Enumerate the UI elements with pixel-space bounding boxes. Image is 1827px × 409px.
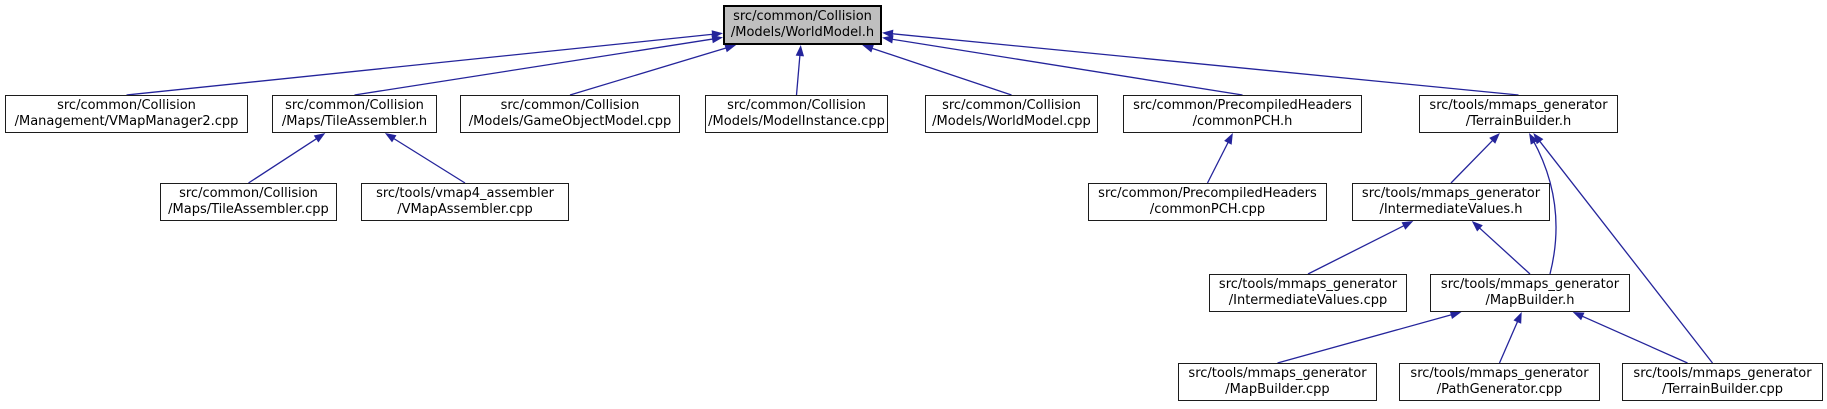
graph-node-label-line: /Models/ModelInstance.cpp xyxy=(708,114,885,129)
graph-node-label-line: src/tools/mmaps_generator xyxy=(1188,365,1367,381)
graph-node-label-line: /Management/VMapManager2.cpp xyxy=(14,114,239,129)
graph-edge xyxy=(868,46,1012,96)
graph-node-label-line: src/tools/mmaps_generator xyxy=(1410,365,1589,381)
graph-node-commonpch-h[interactable]: src/common/PrecompiledHeaders/commonPCH.… xyxy=(1123,95,1362,133)
graph-edge-arrowhead xyxy=(1449,310,1462,319)
graph-edge-arrowhead xyxy=(1471,221,1483,232)
graph-edge-arrowhead xyxy=(882,29,894,39)
graph-node-label-line: /Models/WorldModel.cpp xyxy=(932,114,1091,129)
graph-node-terrainbuilder-h[interactable]: src/tools/mmaps_generator/TerrainBuilder… xyxy=(1419,95,1618,133)
graph-node-label-line: src/common/Collision xyxy=(500,97,640,113)
graph-node-gameobjectmodel-cpp[interactable]: src/common/Collision/Models/GameObjectMo… xyxy=(460,95,680,133)
graph-edge-arrowhead xyxy=(1489,133,1500,144)
graph-edge-arrowhead xyxy=(1224,133,1233,145)
graph-node-label-line: /PathGenerator.cpp xyxy=(1436,382,1563,397)
graph-edge-arrowhead xyxy=(1401,221,1414,230)
graph-edge xyxy=(1277,313,1456,364)
graph-edge xyxy=(1536,137,1714,364)
graph-node-worldmodel-h[interactable]: src/common/Collision/Models/WorldModel.h xyxy=(723,5,882,45)
graph-edge xyxy=(1450,137,1496,184)
graph-node-label-line: src/tools/mmaps_generator xyxy=(1361,185,1541,201)
graph-edge-arrowhead xyxy=(313,133,326,143)
graph-node-intermediatevalues-h[interactable]: src/tools/mmaps_generator/IntermediateVa… xyxy=(1352,183,1550,221)
graph-node-label-line: /IntermediateValues.cpp xyxy=(1228,293,1388,308)
graph-node-label-line: /Maps/TileAssembler.h xyxy=(281,114,428,129)
graph-node-label-line: src/tools/mmaps_generator xyxy=(1218,276,1398,292)
graph-node-label-line: /commonPCH.h xyxy=(1192,114,1293,129)
graph-node-worldmodel-cpp[interactable]: src/common/Collision/Models/WorldModel.c… xyxy=(925,95,1098,133)
graph-node-pathgenerator-cpp[interactable]: src/tools/mmaps_generator/PathGenerator.… xyxy=(1399,363,1600,401)
graph-node-label-line: src/tools/vmap4_assembler xyxy=(376,185,554,201)
graph-node-label-line: /MapBuilder.cpp xyxy=(1225,382,1330,397)
graph-node-label-line: src/common/PrecompiledHeaders xyxy=(1133,97,1352,113)
graph-node-label-line: src/common/PrecompiledHeaders xyxy=(1098,185,1317,201)
graph-node-mapbuilder-h[interactable]: src/tools/mmaps_generator/MapBuilder.h xyxy=(1430,274,1630,312)
graph-node-label-line: src/tools/mmaps_generator xyxy=(1429,97,1608,113)
graph-edge xyxy=(1578,314,1688,364)
graph-node-label-line: src/common/Collision xyxy=(942,97,1081,113)
graph-edge xyxy=(354,37,717,96)
graph-edge xyxy=(888,32,1519,96)
graph-node-tileassembler-cpp[interactable]: src/common/Collision/Maps/TileAssembler.… xyxy=(160,183,337,221)
graph-node-modelinstance-cpp[interactable]: src/common/Collision/Models/ModelInstanc… xyxy=(705,95,888,133)
graph-node-vmapassembler-cpp[interactable]: src/tools/vmap4_assembler/VMapAssembler.… xyxy=(361,183,569,221)
graph-node-tileassembler-h[interactable]: src/common/Collision/Maps/TileAssembler.… xyxy=(272,95,437,133)
graph-node-label-line: src/tools/mmaps_generator xyxy=(1633,365,1812,381)
graph-node-label-line: /TerrainBuilder.cpp xyxy=(1662,382,1783,397)
graph-node-label-line: /TerrainBuilder.h xyxy=(1465,114,1572,129)
graph-node-label-line: /VMapAssembler.cpp xyxy=(397,202,533,217)
graph-node-label-line: src/common/Collision xyxy=(285,97,424,113)
graph-edge xyxy=(888,38,1243,96)
graph-edge-arrowhead xyxy=(384,133,397,143)
graph-edge xyxy=(126,33,717,96)
graph-edge xyxy=(248,136,321,184)
graph-node-terrainbuilder-cpp[interactable]: src/tools/mmaps_generator/TerrainBuilder… xyxy=(1622,363,1823,401)
graph-edge-arrowhead xyxy=(1533,133,1544,145)
graph-node-label-line: /Models/GameObjectModel.cpp xyxy=(468,114,672,129)
graph-edge-arrowhead xyxy=(882,35,894,44)
graph-edge-arrowhead xyxy=(1513,312,1522,324)
graph-node-label-line: /IntermediateValues.h xyxy=(1379,202,1523,217)
graph-node-intermediatevalues-cpp[interactable]: src/tools/mmaps_generator/IntermediateVa… xyxy=(1209,274,1407,312)
graph-edge xyxy=(1531,138,1557,275)
graph-node-commonpch-cpp[interactable]: src/common/PrecompiledHeaders/commonPCH.… xyxy=(1088,183,1327,221)
graph-edge xyxy=(1206,138,1231,184)
graph-node-label-line: src/common/Collision xyxy=(727,97,866,113)
graph-node-label-line: /Models/WorldModel.h xyxy=(730,25,875,40)
graph-edge xyxy=(1498,317,1520,364)
graph-edge xyxy=(1307,223,1408,275)
graph-node-vmapmanager2-cpp[interactable]: src/common/Collision/Management/VMapMana… xyxy=(5,95,248,133)
graph-edge-arrowhead xyxy=(711,34,723,44)
graph-edge xyxy=(390,135,466,184)
graph-edge-arrowhead xyxy=(724,44,737,53)
graph-edge-arrowhead xyxy=(1572,312,1585,321)
graph-node-label-line: src/common/Collision xyxy=(733,8,872,24)
graph-node-label-line: src/common/Collision xyxy=(179,185,318,201)
graph-node-label-line: /Maps/TileAssembler.cpp xyxy=(168,202,329,217)
graph-node-label-line: src/common/Collision xyxy=(57,97,196,113)
graph-edge xyxy=(569,46,730,96)
graph-node-mapbuilder-cpp[interactable]: src/tools/mmaps_generator/MapBuilder.cpp xyxy=(1178,363,1377,401)
graph-node-label-line: src/tools/mmaps_generator xyxy=(1440,276,1620,292)
graph-edge-arrowhead xyxy=(862,44,874,53)
graph-node-label-line: /commonPCH.cpp xyxy=(1149,202,1266,217)
graph-edge-arrowhead xyxy=(795,45,805,57)
graph-edge-arrowhead xyxy=(1529,133,1539,145)
graph-edge xyxy=(1476,224,1531,275)
graph-edge xyxy=(795,51,801,96)
graph-node-label-line: /MapBuilder.h xyxy=(1485,293,1575,308)
